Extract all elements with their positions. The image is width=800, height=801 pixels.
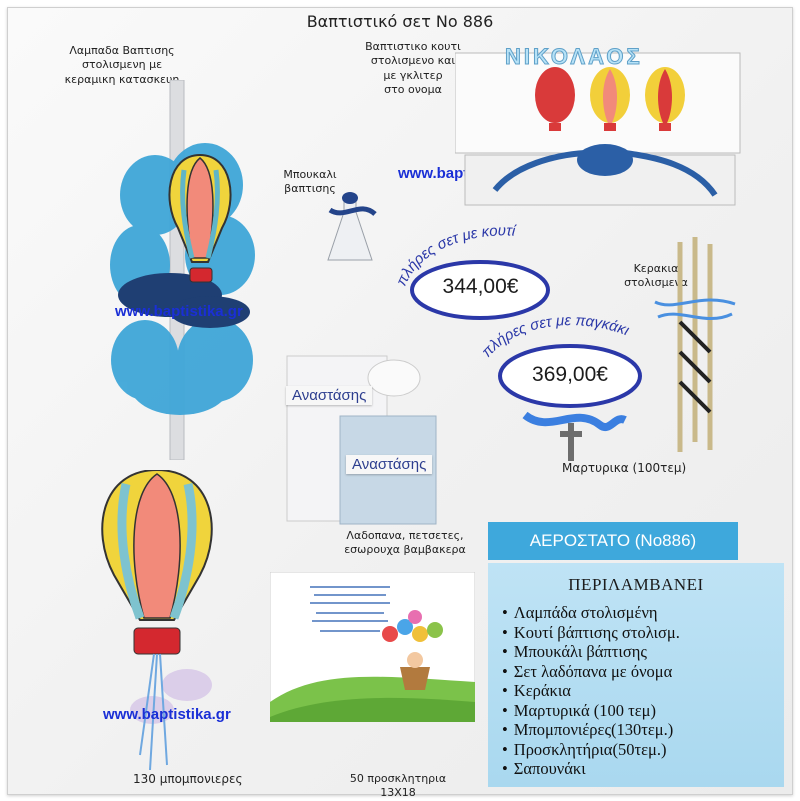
list-item: Σαπουνάκι (502, 759, 680, 779)
candles-caption: Κερακια στολισμενα (624, 262, 688, 290)
site-watermark[interactable]: www.baptistika.gr (115, 303, 243, 320)
page-title: Βαπτιστικό σετ Νο 886 (306, 12, 494, 31)
martyrika-caption: Μαρτυρικα (100τεμ) (562, 461, 687, 475)
linens-caption: Λαδοπανα, πετσετες, εσωρουχα βαμβακερα (344, 529, 466, 557)
bottle-image (327, 192, 377, 261)
candles-image (654, 237, 736, 452)
list-item: Μαρτυρικά (100 τεμ) (502, 701, 680, 721)
list-item: Μπουκάλι βάπτισης (502, 642, 680, 662)
list-item: Κουτί βάπτισης στολισμ. (502, 623, 680, 643)
includes-panel: ΠΕΡΙΛΑΜΒΑΝΕΙ Λαμπάδα στολισμένη Κουτί βά… (488, 563, 784, 787)
list-item: Προσκλητήρια(50τεμ.) (502, 740, 680, 760)
list-item: Κεράκια (502, 681, 680, 701)
price-badge-box: πλήρες σετ με κουτί (395, 222, 550, 320)
bottle-caption: Μπουκαλι βαπτισης (283, 168, 337, 196)
list-item: Σετ λαδόπανα με όνομα (502, 662, 680, 682)
towel-name: Αναστάσης (346, 455, 433, 474)
list-item: Λαμπάδα στολισμένη (502, 603, 680, 623)
linens-image (286, 355, 437, 525)
lamp-image (110, 80, 255, 460)
box-caption: Βαπτιστικο κουτι στολισμενο και με γκλιτ… (365, 40, 461, 96)
favor-balloon-image (101, 470, 213, 770)
panel-heading: ΑΕΡΟΣΤΑΤΟ (Νο886) (488, 522, 738, 560)
invitations-caption: 50 προσκλητηρια 13Χ18 (349, 772, 447, 800)
towel-name: Αναστάσης (286, 386, 373, 405)
price-with-box: 344,00€ (442, 275, 519, 298)
panel-subheading: ΠΕΡΙΛΑΜΒΑΝΕΙ (568, 575, 704, 594)
box-image (455, 52, 741, 206)
martyrika-image (522, 411, 627, 461)
includes-list: Λαμπάδα στολισμένη Κουτί βάπτισης στολισ… (502, 603, 680, 779)
site-watermark[interactable]: www.baptistika.gr (103, 706, 231, 723)
balloon-ornament-icon (168, 153, 232, 283)
favors-caption: 130 μπομπονιερες (133, 772, 243, 786)
list-item: Μπομπονιέρες(130τεμ.) (502, 720, 680, 740)
price-badge-bench: πλήρες σετ με παγκάκι (478, 312, 642, 408)
price-with-bench: 369,00€ (532, 363, 608, 386)
invitation-image (270, 572, 475, 722)
box-name: ΝΙΚΟΛΑΟΣ (505, 44, 643, 70)
lamp-caption: Λαμπαδα Βαπτισης στολισμενη με κεραμικη … (64, 44, 180, 86)
